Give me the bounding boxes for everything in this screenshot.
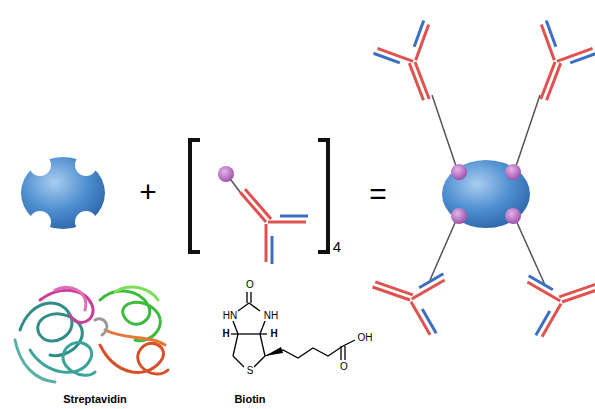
- bracket: [318, 140, 328, 252]
- biotin-bead: [218, 166, 234, 182]
- atom-label: O: [339, 362, 349, 372]
- subscript-number: 4: [333, 239, 341, 254]
- atom-label: O: [245, 280, 255, 290]
- antibody: [364, 8, 454, 102]
- streptavidin-shape: [21, 157, 105, 229]
- antibody: [240, 189, 308, 264]
- atom-label: S: [246, 366, 255, 376]
- ribbon-structure: [15, 287, 168, 382]
- operator-sign: +: [139, 177, 157, 207]
- figure-caption: Streptavidin: [63, 394, 127, 405]
- antibody: [516, 8, 595, 102]
- figure-caption: Biotin: [234, 394, 265, 405]
- biotin-structure: [231, 292, 355, 367]
- streptavidin-shape: [442, 160, 530, 228]
- operator-sign: =: [369, 179, 387, 209]
- atom-label: H: [221, 329, 230, 339]
- atom-label: NH: [263, 311, 279, 321]
- atom-label: HN: [222, 311, 238, 321]
- antibody: [371, 250, 467, 349]
- bracket: [190, 140, 200, 252]
- antibody: [505, 252, 595, 351]
- atom-label: OH: [357, 333, 374, 343]
- atom-label: H: [269, 329, 278, 339]
